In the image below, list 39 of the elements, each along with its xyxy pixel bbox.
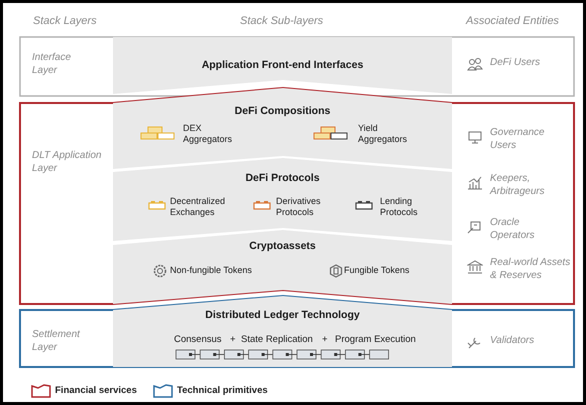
legend-label: Financial services xyxy=(55,385,137,396)
item-label: DEX Aggregators xyxy=(183,123,234,146)
item-label: + xyxy=(230,334,236,346)
sublayer-title: DeFi Compositions xyxy=(234,105,332,117)
item-label: Non-fungible Tokens xyxy=(170,265,253,276)
sublayer-band xyxy=(113,230,452,304)
layer-outline xyxy=(20,88,574,304)
item-label: Decentralized Exchanges xyxy=(170,196,226,218)
sublayer-band xyxy=(113,88,452,169)
layer-label: Interface Layer xyxy=(32,52,72,77)
entity-label: DeFi Users xyxy=(490,57,542,70)
column-header: Associated Entities xyxy=(466,15,559,29)
layer-outline xyxy=(20,296,574,367)
item-label: + xyxy=(322,334,328,346)
sublayer-title: Application Front-end Interfaces xyxy=(200,59,364,71)
item-label: Yield Aggregators xyxy=(358,123,408,146)
item-label: State Replication xyxy=(241,334,313,346)
sublayer-band xyxy=(113,296,452,367)
item-label: Fungible Tokens xyxy=(344,265,410,276)
entity-label: Keepers, Arbitrageurs xyxy=(490,173,546,198)
column-header: Stack Layers xyxy=(33,15,97,29)
column-header: Stack Sub-layers xyxy=(240,15,324,29)
sublayer-title: DeFi Protocols xyxy=(244,172,321,184)
item-label: Consensus xyxy=(174,334,222,346)
item-label: Program Execution xyxy=(335,334,416,346)
entity-label: Governance Users xyxy=(490,127,546,152)
legend-label: Technical primitives xyxy=(177,385,268,396)
entity-label: Oracle Operators xyxy=(490,217,536,242)
item-label: Derivatives Protocols xyxy=(276,196,322,218)
sublayer-band xyxy=(113,37,452,94)
sublayer-title: Cryptoassets xyxy=(248,240,317,252)
entity-label: Real-world Assets & Reserves xyxy=(490,257,572,282)
layer-label: DLT Application Layer xyxy=(32,150,102,175)
sublayer-title: Distributed Ledger Technology xyxy=(204,309,361,321)
sublayer-band xyxy=(113,158,452,241)
entity-label: Validators xyxy=(490,335,536,348)
layer-outline xyxy=(20,37,574,96)
item-label: Lending Protocols xyxy=(380,196,419,218)
layer-label: Settlement Layer xyxy=(32,329,81,354)
